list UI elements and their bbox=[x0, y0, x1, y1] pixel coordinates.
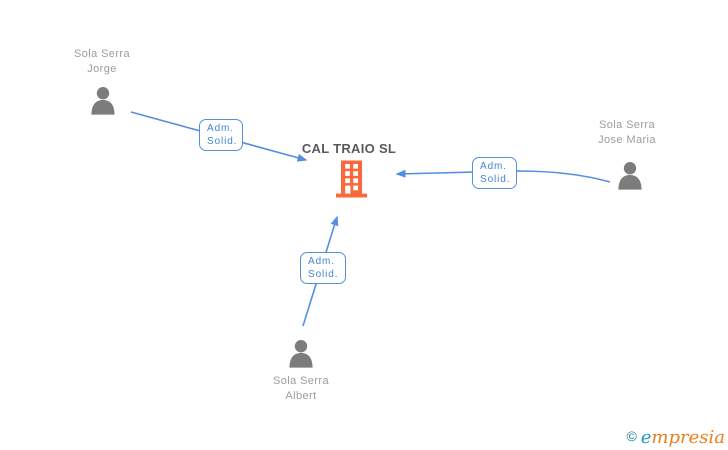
person-name-line: Jorge bbox=[87, 63, 117, 75]
person-icon-jorge[interactable] bbox=[89, 86, 117, 115]
person-name-line: Sola Serra bbox=[74, 48, 130, 60]
logo-text-rest: mpresia bbox=[651, 427, 725, 448]
person-name-line: Sola Serra bbox=[599, 119, 655, 131]
relation-label-jorge: Adm. Solid. bbox=[199, 119, 243, 151]
logo-text-first-letter: e bbox=[640, 427, 652, 448]
relation-label-line: Adm. bbox=[308, 256, 335, 267]
person-name-line: Jose Maria bbox=[598, 134, 656, 146]
person-icon-josemaria[interactable] bbox=[616, 161, 644, 190]
relation-label-line: Solid. bbox=[308, 269, 339, 280]
relation-label-line: Adm. bbox=[480, 161, 507, 172]
relation-label-albert: Adm. Solid. bbox=[300, 252, 346, 284]
relation-label-line: Adm. bbox=[207, 123, 234, 134]
company-building-icon[interactable] bbox=[336, 160, 367, 198]
relation-label-josemaria: Adm. Solid. bbox=[472, 157, 517, 189]
person-name-josemaria[interactable]: Sola Serra Jose Maria bbox=[565, 118, 689, 148]
company-name[interactable]: CAL TRAIO SL bbox=[301, 141, 397, 156]
relation-label-line: Solid. bbox=[480, 174, 511, 185]
empresia-logo[interactable]: ©empresia bbox=[626, 427, 725, 448]
person-name-line: Albert bbox=[285, 390, 317, 402]
person-name-line: Sola Serra bbox=[273, 375, 329, 387]
person-name-jorge[interactable]: Sola Serra Jorge bbox=[40, 47, 164, 77]
relation-label-line: Solid. bbox=[207, 136, 238, 147]
connector-josemaria-to-company bbox=[395, 169, 611, 183]
copyright-icon: © bbox=[626, 428, 637, 444]
person-icon-albert[interactable] bbox=[287, 339, 315, 368]
person-name-albert[interactable]: Sola Serra Albert bbox=[239, 374, 363, 404]
